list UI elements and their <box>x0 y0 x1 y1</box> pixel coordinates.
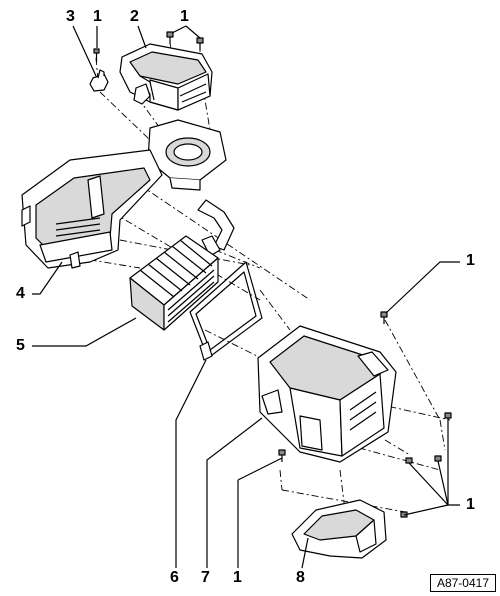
screw-sensor <box>93 48 100 62</box>
callout-8: 8 <box>296 569 305 586</box>
part-8-lower-duct <box>291 499 387 559</box>
part-5-heater-core <box>129 235 219 331</box>
callout-6: 6 <box>170 569 179 586</box>
callout-1-bottom: 1 <box>233 569 242 586</box>
callout-3: 3 <box>66 8 75 25</box>
callout-1-top-right: 1 <box>180 8 189 25</box>
callout-5: 5 <box>16 337 25 354</box>
alignment-lines <box>59 41 451 513</box>
part-7-main-housing <box>257 325 397 463</box>
callout-1-right-lower: 1 <box>466 496 475 513</box>
part-4-housing <box>21 149 163 269</box>
screws-top-right <box>166 31 204 50</box>
callout-2: 2 <box>130 8 139 25</box>
part-2-top-housing <box>119 43 213 111</box>
reference-code: A87-0417 <box>429 574 496 592</box>
callout-1-top-left: 1 <box>93 8 102 25</box>
blower-housing <box>147 119 227 191</box>
screws-right <box>278 311 452 518</box>
callout-1-right-upper: 1 <box>466 252 475 269</box>
callout-4: 4 <box>16 285 25 302</box>
part-3-sensor <box>89 69 109 92</box>
callout-7: 7 <box>201 569 210 586</box>
part-6-gasket-frame <box>189 261 263 361</box>
leader-lines <box>32 25 460 569</box>
coolant-pipes <box>197 199 235 257</box>
